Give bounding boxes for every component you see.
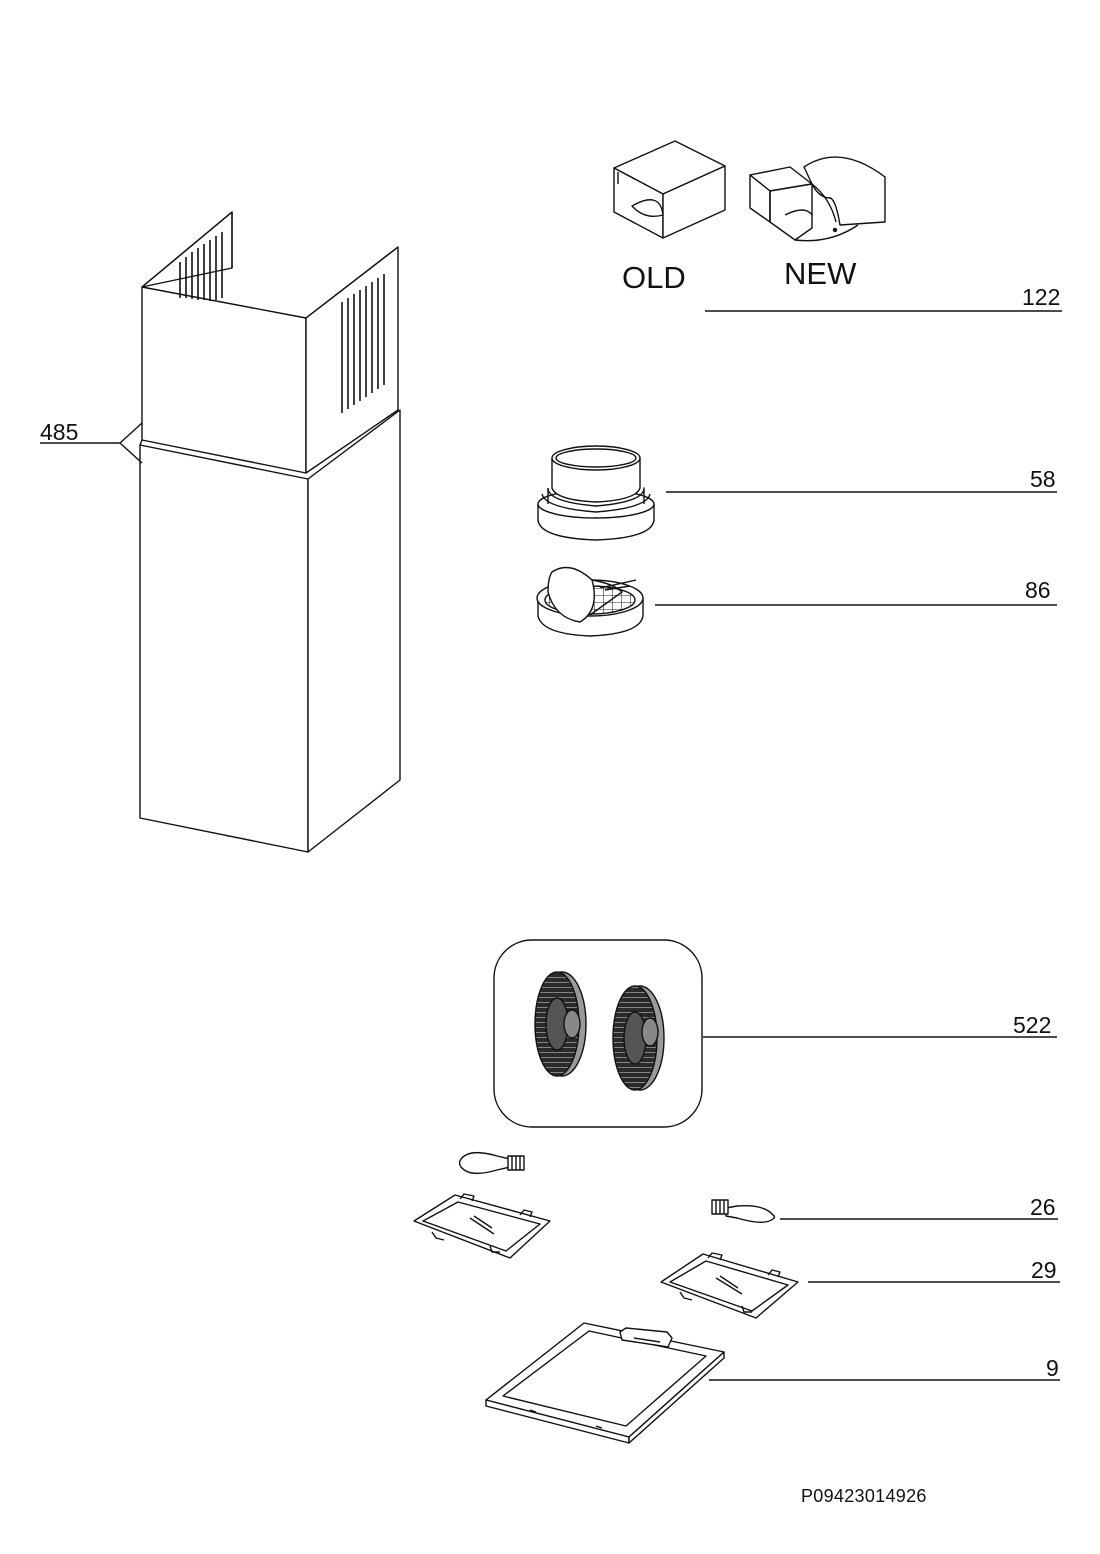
backflow-damper-drawing xyxy=(536,566,644,637)
document-code: P09423014926 xyxy=(801,1486,927,1506)
adapter-ring-drawing xyxy=(537,445,655,541)
chimney-cover-drawing xyxy=(40,211,401,853)
air-outlet-new-drawing xyxy=(749,156,886,242)
part-number-9: 9 xyxy=(1046,1355,1059,1381)
part-number-485: 485 xyxy=(40,419,79,445)
air-outlet-old-drawing xyxy=(613,140,726,239)
caption-old: OLD xyxy=(622,260,686,295)
part-number-86: 86 xyxy=(1025,577,1051,603)
part-number-522: 522 xyxy=(1013,1012,1052,1038)
carbon-filter-set-drawing xyxy=(493,939,703,1128)
part-number-122: 122 xyxy=(1022,284,1061,310)
part-number-29: 29 xyxy=(1031,1257,1057,1283)
lamp-bulb-left-drawing xyxy=(458,1151,525,1175)
part-number-58: 58 xyxy=(1030,466,1056,492)
lamp-cover-left-drawing xyxy=(413,1193,551,1259)
grease-filter-drawing xyxy=(485,1322,725,1444)
lamp-cover-right-drawing xyxy=(660,1252,799,1319)
part-number-26: 26 xyxy=(1030,1194,1056,1220)
lamp-bulb-right-drawing xyxy=(711,1199,776,1223)
caption-new: NEW xyxy=(784,256,857,291)
